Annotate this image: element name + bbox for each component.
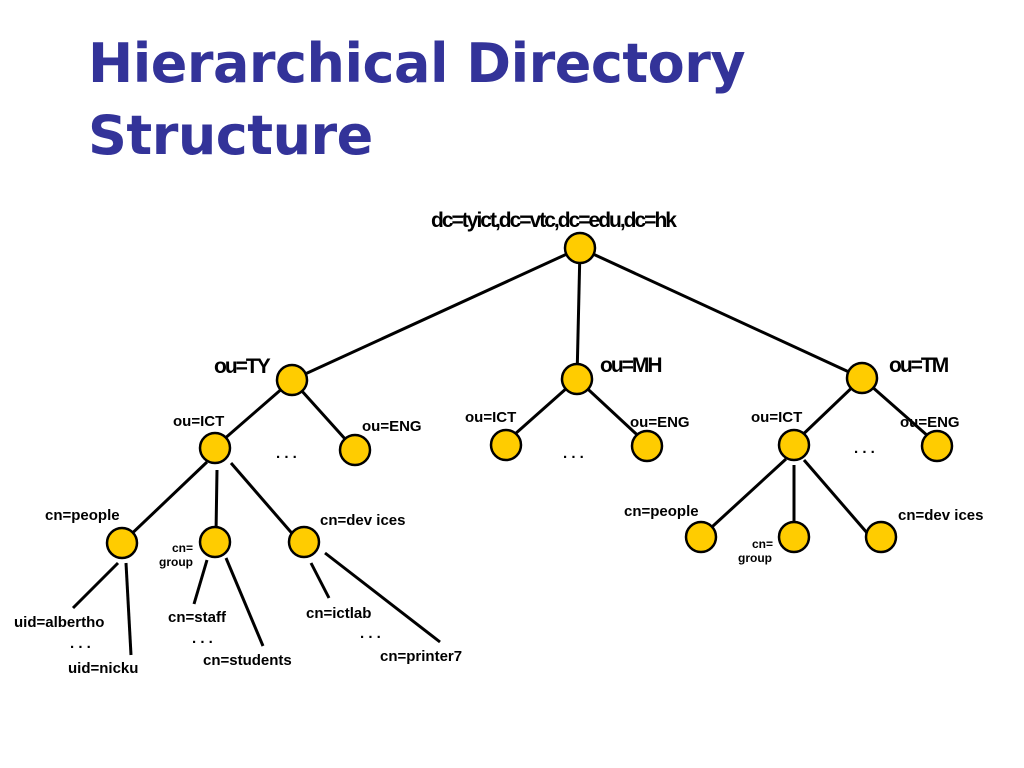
label-tm-group: cn= (752, 537, 773, 551)
node-ou-mh[interactable] (560, 362, 594, 396)
label-ty-group: group (159, 555, 193, 569)
label-uid-albertho: uid=albertho (14, 614, 104, 631)
edge (120, 460, 209, 545)
edge (192, 559, 209, 605)
nodes (105, 231, 954, 560)
labels: dc=tyict,dc=vtc,dc=edu,dc=hk ou=TY ou=MH… (14, 209, 983, 677)
edge (861, 376, 938, 446)
label-cn-students: cn=students (203, 652, 292, 669)
node-tm-people[interactable] (684, 520, 718, 554)
label-ty-devices: cn=dev ices (320, 512, 405, 529)
label-ty-eng: ou=ENG (362, 418, 422, 435)
label-ty-group: cn= (172, 541, 193, 555)
ellipsis: . . . (192, 630, 213, 647)
node-ty-devices[interactable] (287, 525, 321, 559)
title-line-2: Structure (88, 104, 373, 167)
slide-title: Hierarchical Directory Structure (88, 28, 746, 172)
label-tm-group: group (738, 551, 772, 565)
node-ou-tm[interactable] (845, 361, 879, 395)
label-ty-people: cn=people (45, 507, 120, 524)
node-mh-eng[interactable] (630, 429, 664, 463)
label-ou-ty: ou=TY (214, 355, 271, 378)
edge (579, 246, 863, 380)
label-mh-eng: ou=ENG (630, 414, 690, 431)
edge (71, 561, 120, 610)
label-tm-devices: cn=dev ices (898, 507, 983, 524)
title-line-1: Hierarchical Directory (88, 32, 746, 95)
node-ty-ict[interactable] (198, 431, 232, 465)
label-tm-eng: ou=ENG (900, 414, 960, 431)
node-ty-eng[interactable] (338, 433, 372, 467)
node-ty-group[interactable] (198, 525, 232, 559)
ellipsis: . . . (70, 635, 91, 652)
ellipsis: . . . (360, 625, 381, 642)
node-tm-group[interactable] (777, 520, 811, 554)
label-mh-ict: ou=ICT (465, 409, 516, 426)
edge (214, 378, 293, 449)
edge (575, 247, 582, 380)
label-ty-ict: ou=ICT (173, 413, 224, 430)
edge (229, 462, 298, 539)
node-mh-ict[interactable] (489, 428, 523, 462)
edge (802, 459, 870, 535)
label-tm-people: cn=people (624, 503, 699, 520)
label-cn-ictlab: cn=ictlab (306, 605, 371, 622)
edge (309, 562, 331, 599)
node-root[interactable] (563, 231, 597, 265)
ellipsis: . . . (276, 445, 297, 462)
node-ou-ty[interactable] (275, 363, 309, 397)
label-ou-mh: ou=MH (600, 354, 661, 377)
node-tm-eng[interactable] (920, 429, 954, 463)
edge (324, 551, 441, 644)
edge (699, 457, 788, 539)
edge (224, 557, 265, 647)
node-tm-devices[interactable] (864, 520, 898, 554)
node-tm-ict[interactable] (777, 428, 811, 462)
label-uid-nicku: uid=nicku (68, 660, 138, 677)
label-cn-staff: cn=staff (168, 609, 227, 626)
node-ty-people[interactable] (105, 526, 139, 560)
ellipsis: . . . (854, 440, 875, 457)
ellipsis: . . . (563, 445, 584, 462)
label-cn-printer7: cn=printer7 (380, 648, 462, 665)
label-root: dc=tyict,dc=vtc,dc=edu,dc=hk (431, 209, 677, 232)
edge (291, 246, 581, 382)
label-ou-tm: ou=TM (889, 354, 949, 377)
edge (124, 562, 133, 656)
label-tm-ict: ou=ICT (751, 409, 802, 426)
edge (214, 469, 219, 535)
